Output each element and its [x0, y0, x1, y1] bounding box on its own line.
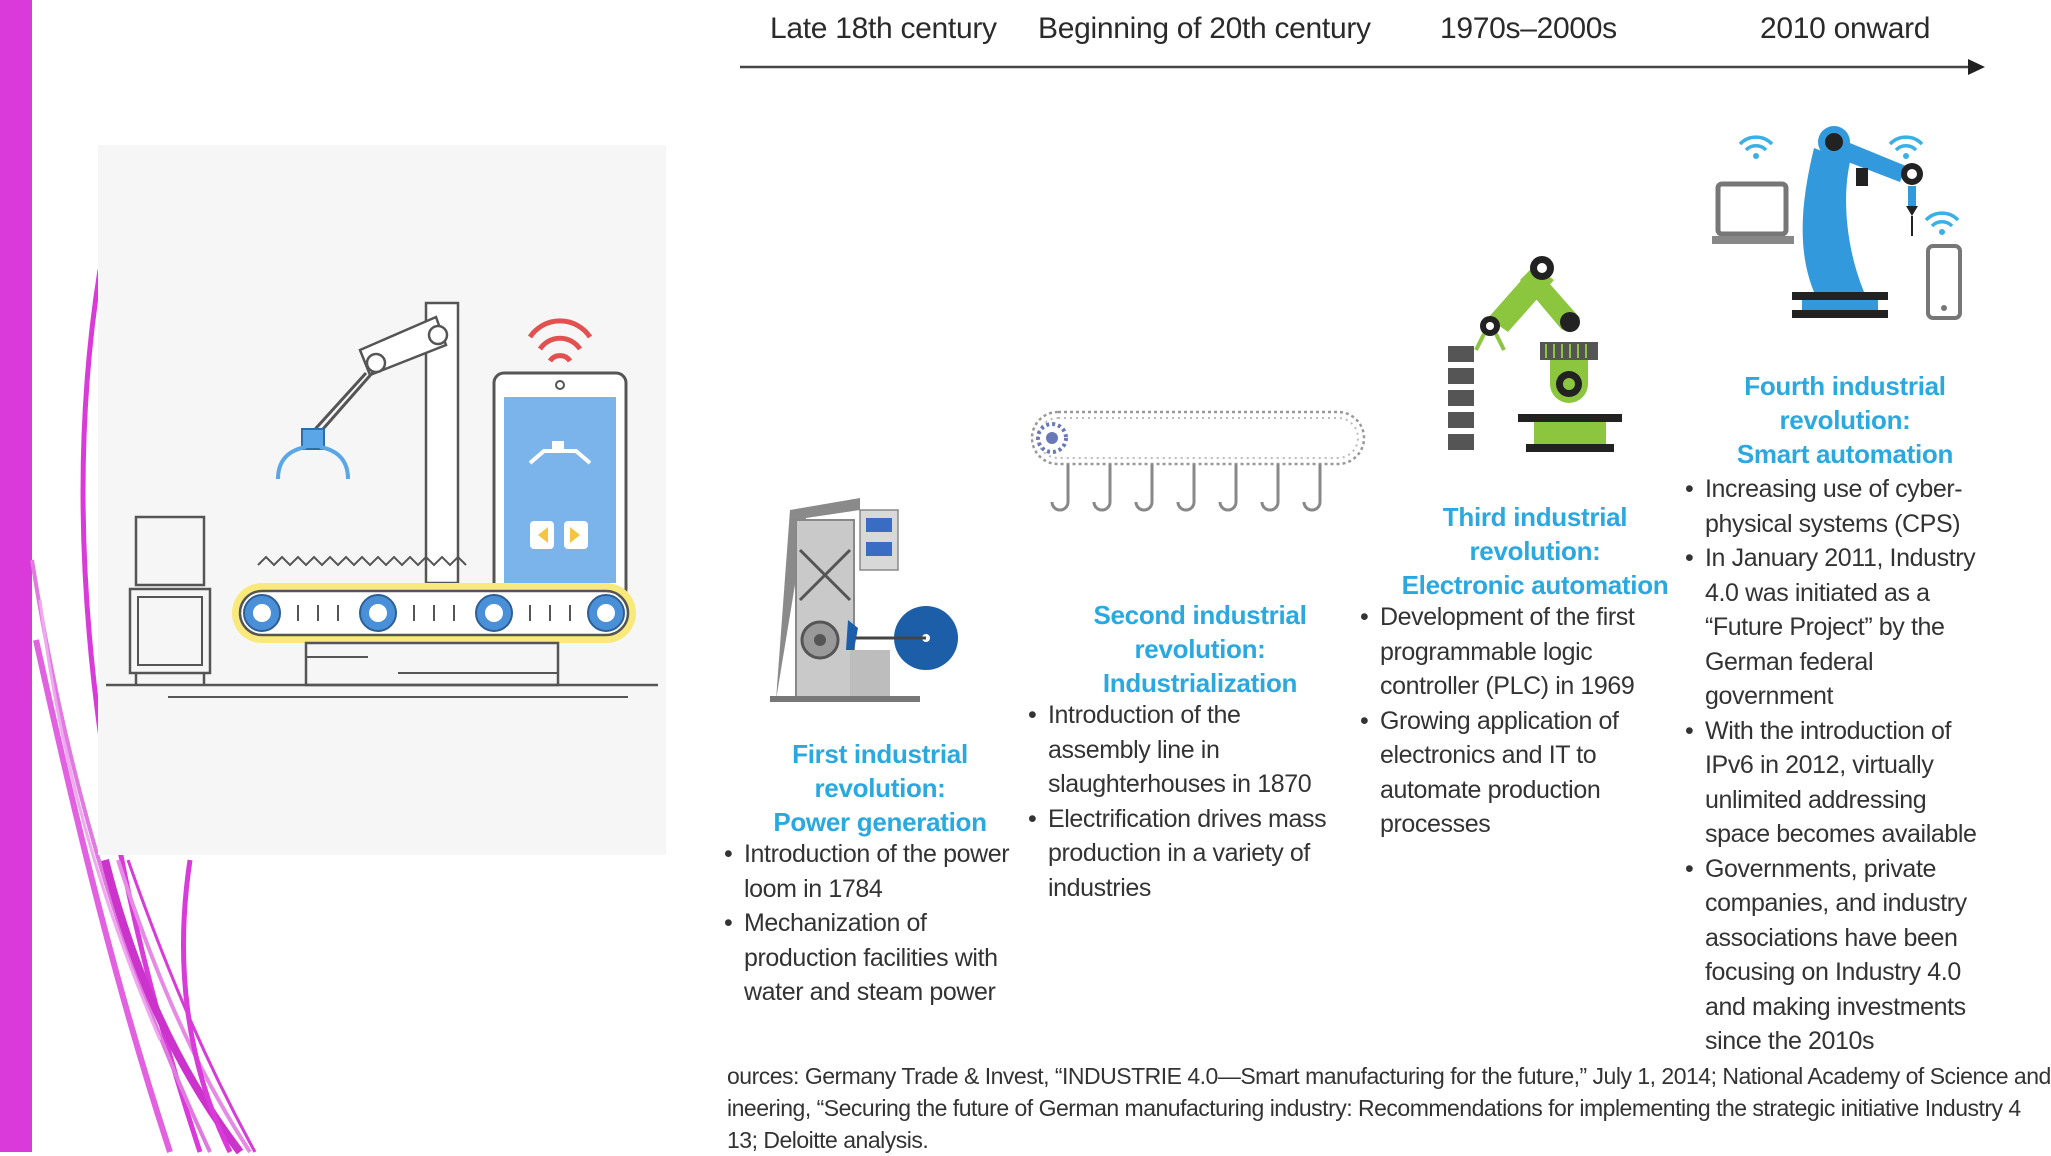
bullet-item: Mechanization of production facilities w… — [724, 906, 1029, 1010]
revolution-4-bullets: Increasing use of cyber-physical systems… — [1685, 472, 1985, 1059]
assembly-line-hooks-icon — [1030, 410, 1366, 512]
revolution-4-heading: Fourth industrial revolution: Smart auto… — [1736, 371, 1954, 469]
bullet-item: In January 2011, Industry 4.0 was initia… — [1685, 541, 1985, 714]
bullet-item: Electrification drives mass production i… — [1028, 802, 1348, 906]
industrial-revolutions-timeline: Late 18th century Beginning of 20th cent… — [710, 0, 2000, 1152]
era-label-2: Beginning of 20th century — [1038, 12, 1371, 45]
connected-robot-arm-icon — [1712, 126, 1962, 320]
bullet-item: Development of the first programmable lo… — [1360, 600, 1690, 704]
revolution-2-bullets: Introduction of the assembly line in sla… — [1028, 698, 1348, 905]
automation-conveyor-illustration — [98, 145, 666, 855]
bullet-item: Governments, private companies, and indu… — [1685, 852, 1985, 1059]
timeline-arrow — [740, 59, 1985, 75]
era-label-3: 1970s–2000s — [1440, 12, 1617, 45]
era-label-4: 2010 onward — [1760, 12, 1931, 45]
bullet-item: Introduction of the power loom in 1784 — [724, 837, 1029, 906]
revolution-3-heading: Third industrial revolution: Electronic … — [1401, 502, 1669, 600]
revolution-1-heading: First industrial revolution: Power gener… — [773, 739, 987, 837]
era-label-1: Late 18th century — [770, 12, 997, 45]
decorative-swoosh — [0, 0, 257, 1155]
sources-footnote: ources: Germany Trade & Invest, “INDUSTR… — [727, 1063, 2051, 1153]
industrial-robot-arm-icon — [1448, 256, 1622, 452]
bullet-item: Growing application of electronics and I… — [1360, 704, 1690, 842]
bullet-item: Increasing use of cyber-physical systems… — [1685, 472, 1985, 541]
loom-machine-icon — [770, 498, 958, 702]
bullet-item: With the introduction of IPv6 in 2012, v… — [1685, 714, 1985, 852]
revolution-1-bullets: Introduction of the power loom in 1784 M… — [724, 837, 1029, 1010]
revolution-2-heading: Second industrial revolution: Industrial… — [1093, 600, 1307, 698]
bullet-item: Introduction of the assembly line in sla… — [1028, 698, 1348, 802]
revolution-3-bullets: Development of the first programmable lo… — [1360, 600, 1690, 842]
